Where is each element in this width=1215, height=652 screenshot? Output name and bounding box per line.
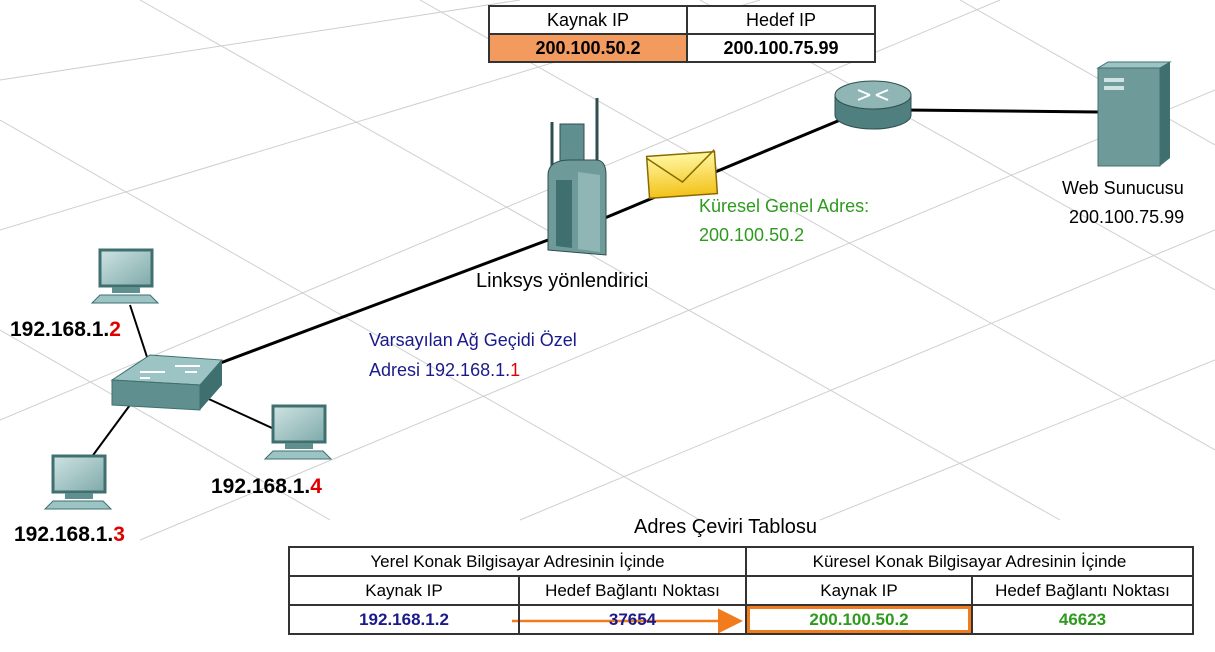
host-label-3: 192.168.1.3	[14, 523, 125, 547]
web-server-ip: 200.100.75.99	[1069, 207, 1185, 227]
host-label-4: 192.168.1.4	[211, 475, 322, 499]
envelope-icon	[645, 149, 719, 200]
host-3-octet: 3	[113, 523, 125, 546]
pc-icon-host-2	[90, 248, 160, 304]
nat-col-header: Kaynak IP	[288, 575, 520, 606]
nat-cell-inside-source: 192.168.1.2	[288, 604, 520, 635]
pc-icon-host-4	[263, 404, 333, 460]
nat-col-header: Hedef Bağlantı Noktası	[518, 575, 747, 606]
nat-cell-global-source: 200.100.50.2	[745, 604, 973, 635]
global-address-ip: 200.100.50.2	[699, 225, 805, 245]
host-3-prefix: 192.168.1.	[14, 523, 114, 546]
router-label: Linksys yönlendirici	[476, 270, 649, 292]
gateway-label-line2: Adresi 192.168.1.1	[369, 360, 520, 381]
nat-col-header: Hedef Bağlantı Noktası	[971, 575, 1194, 606]
web-server-name: Web Sunucusu	[1062, 178, 1184, 198]
nat-group-global: Küresel Konak Bilgisayar Adresinin İçind…	[745, 546, 1194, 577]
packet-source-ip: 200.100.50.2	[488, 33, 688, 63]
packet-header-table: Kaynak IP Hedef IP 200.100.50.2 200.100.…	[488, 5, 876, 63]
packet-dest-header: Hedef IP	[686, 5, 876, 35]
nat-table: Yerel Konak Bilgisayar Adresinin İçinde …	[288, 546, 1194, 635]
table-row: 192.168.1.2 37654 200.100.50.2 46623	[288, 604, 1194, 635]
global-address-label: Küresel Genel Adres:	[699, 196, 870, 216]
nat-col-header: Kaynak IP	[745, 575, 973, 606]
nat-cell-global-port: 46623	[971, 604, 1194, 635]
server-icon	[1096, 61, 1172, 167]
pc-icon-host-3	[43, 454, 113, 510]
host-4-octet: 4	[310, 475, 322, 498]
network-cables	[87, 108, 1099, 463]
gateway-octet: 1	[510, 360, 521, 380]
gateway-label-line1: Varsayılan Ağ Geçidi Özel	[369, 330, 577, 350]
nat-cell-inside-port: 37654	[518, 604, 747, 635]
wireless-router-icon	[547, 98, 607, 256]
host-2-prefix: 192.168.1.	[10, 318, 110, 341]
packet-source-header: Kaynak IP	[488, 5, 688, 35]
switch-icon	[110, 354, 224, 411]
nat-table-title: Adres Çeviri Tablosu	[634, 516, 818, 538]
router-icon	[834, 80, 912, 130]
host-4-prefix: 192.168.1.	[211, 475, 311, 498]
gateway-prefix: Adresi 192.168.1.	[369, 360, 511, 380]
host-2-octet: 2	[109, 318, 121, 341]
grid-background	[0, 0, 1215, 541]
host-label-2: 192.168.1.2	[10, 318, 121, 342]
packet-dest-ip: 200.100.75.99	[686, 33, 876, 63]
nat-group-inside: Yerel Konak Bilgisayar Adresinin İçinde	[288, 546, 747, 577]
